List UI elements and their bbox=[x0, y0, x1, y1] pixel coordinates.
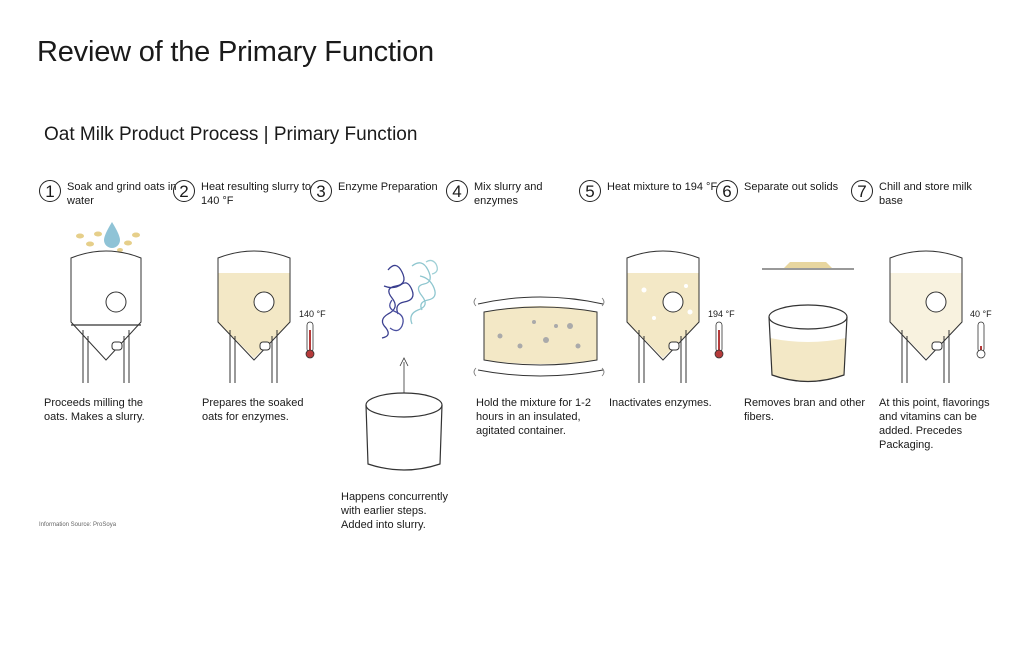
step-4-title: Mix slurry and enzymes bbox=[474, 181, 543, 207]
step-1-description: Proceeds milling the oats. Makes a slurr… bbox=[44, 397, 145, 423]
step-2-temperature: 140 °F bbox=[299, 309, 326, 319]
step-7-title: Chill and store milk base bbox=[879, 181, 972, 207]
agitated-container bbox=[473, 296, 605, 377]
step-5-tank bbox=[626, 250, 700, 383]
diagram-subtitle: Oat Milk Product Process | Primary Funct… bbox=[44, 124, 418, 145]
step-5-description: Inactivates enzymes. bbox=[609, 397, 712, 409]
step-3-header: 3 Enzyme Preparation bbox=[310, 178, 450, 218]
step-2-number: 2 bbox=[173, 180, 195, 202]
step-2-title: Heat resulting slurry to 140 °F bbox=[201, 181, 312, 207]
step-7-tank bbox=[889, 250, 963, 383]
step-6-description: Removes bran and other fibers. bbox=[744, 397, 866, 423]
step-7-description: At this point, flavorings and vitamins c… bbox=[879, 397, 990, 451]
separation-container bbox=[768, 304, 848, 383]
step-4-header: 4 Mix slurry and enzymes bbox=[446, 178, 586, 218]
step-6-header: 6 Separate out solids bbox=[716, 178, 856, 218]
step-3-number: 3 bbox=[310, 180, 332, 202]
step-1-header: 1 Soak and grind oats in water bbox=[39, 178, 179, 218]
page-title: Review of the Primary Function bbox=[37, 36, 434, 68]
step-2-description: Prepares the soaked oats for enzymes. bbox=[202, 397, 304, 423]
step-6-title: Separate out solids bbox=[744, 181, 839, 193]
step-7-number: 7 bbox=[851, 180, 873, 202]
step-3-title: Enzyme Preparation bbox=[338, 181, 438, 193]
step-1-number: 1 bbox=[39, 180, 61, 202]
information-source: Information Source: ProSoya bbox=[39, 522, 117, 528]
enzyme-molecule-icon bbox=[381, 259, 438, 339]
enzyme-container bbox=[365, 392, 443, 471]
step-6-number: 6 bbox=[716, 180, 738, 202]
step-5-title: Heat mixture to 194 °F bbox=[607, 181, 718, 193]
water-drop-icon bbox=[104, 222, 120, 248]
step-7-temperature: 40 °F bbox=[970, 309, 992, 319]
thermometer-icon bbox=[714, 321, 724, 359]
step-2-header: 2 Heat resulting slurry to 140 °F bbox=[173, 178, 313, 218]
step-1-title: Soak and grind oats in water bbox=[67, 181, 177, 207]
step-3-description: Happens concurrently with earlier steps.… bbox=[341, 491, 449, 531]
thermometer-icon bbox=[305, 321, 315, 359]
step-5-header: 5 Heat mixture to 194 °F bbox=[579, 178, 719, 218]
oat-grains-icon bbox=[76, 231, 140, 252]
thermometer-icon bbox=[976, 321, 986, 359]
step-4-number: 4 bbox=[446, 180, 468, 202]
step-1-tank bbox=[70, 250, 142, 383]
step-7-header: 7 Chill and store milk base bbox=[851, 178, 991, 218]
step-5-temperature: 194 °F bbox=[708, 309, 735, 319]
step-4-description: Hold the mixture for 1-2 hours in an ins… bbox=[476, 397, 591, 437]
step-5-number: 5 bbox=[579, 180, 601, 202]
step-2-tank bbox=[217, 250, 291, 383]
removed-solids bbox=[762, 262, 854, 270]
